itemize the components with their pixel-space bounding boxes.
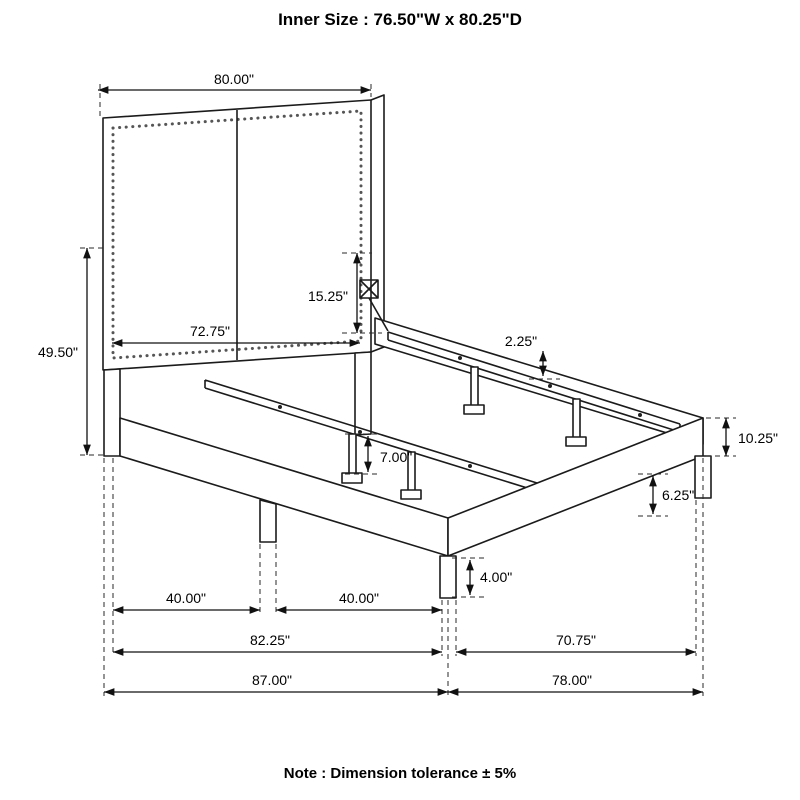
near-side-rail [119,417,449,557]
dim-foot-leg-height: 4.00" [452,557,512,598]
extension-line [638,473,668,517]
dim-headboard-width: 80.00" [98,71,372,120]
floor-extension-lines [103,458,704,696]
dim-slat-rail-thickness: 2.25" [505,333,560,380]
dim-label-leg-spacing-left: 40.00" [166,590,206,606]
support-leg [400,451,422,500]
headboard-right-leg [354,351,372,436]
support-leg-measured [341,433,363,484]
bolt-hole [468,464,472,468]
extension-line [80,247,106,456]
dim-inner-length: 82.25" [113,632,442,656]
dim-label-overall-left: 87.00" [252,672,292,688]
dim-overall-length-right: 78.00" [448,672,703,696]
dim-label-inner-width: 72.75" [190,323,230,339]
bolt-hole [548,384,552,388]
dim-headboard-inner-width: 72.75" [112,323,360,347]
extension-line [342,252,382,334]
frame-legs [259,455,712,599]
headboard-side-edge [370,94,385,353]
center-side-leg [259,499,277,543]
headboard [102,94,385,457]
foot-near-leg [439,555,457,599]
dim-label-rail-length: 70.75" [556,632,596,648]
bolt-hole [278,405,282,409]
nailhead-trim [111,109,363,360]
dim-center-leg-height: 7.00" [345,433,412,475]
dim-label-foot-leg-height: 4.00" [480,569,512,585]
dim-label-headboard-height: 49.50" [38,344,78,360]
dim-leg-spacing-left: 40.00" [113,590,260,614]
dim-foot-clearance: 6.25" [638,473,694,517]
support-leg [565,398,587,447]
bolt-hole [358,430,362,434]
extension-line [706,417,736,457]
slat-rail-back [387,331,681,433]
dim-label-inner-length: 82.25" [250,632,290,648]
bolt-hole [638,413,642,417]
diagram-title: Inner Size : 76.50"W x 80.25"D [278,10,522,29]
bracket-connector [368,297,389,332]
far-side-rail [374,317,704,445]
dim-label-center-leg-height: 7.00" [380,449,412,465]
headboard-left-leg [103,368,121,457]
dim-leg-spacing-right: 40.00" [276,590,442,614]
dim-headboard-height: 49.50" [38,247,106,456]
extension-line [345,433,378,475]
support-leg [463,366,485,415]
dim-label-panel-height: 15.25" [308,288,348,304]
dim-label-overall-right: 78.00" [552,672,592,688]
dim-overall-length-left: 87.00" [104,672,448,696]
dim-label-foot-clearance: 6.25" [662,487,694,503]
dim-side-rail-height: 10.25" [706,417,778,457]
dim-label-rail-thickness: 2.25" [505,333,537,349]
dim-label-headboard-width: 80.00" [214,71,254,87]
bolt-hole [458,356,462,360]
dim-label-side-rail-height: 10.25" [738,430,778,446]
extension-line [99,84,372,120]
dim-headboard-panel-height: 15.25" [308,252,382,334]
tolerance-note: Note : Dimension tolerance ± 5% [283,765,517,782]
dim-rail-length: 70.75" [456,632,696,656]
dim-label-leg-spacing-right: 40.00" [339,590,379,606]
